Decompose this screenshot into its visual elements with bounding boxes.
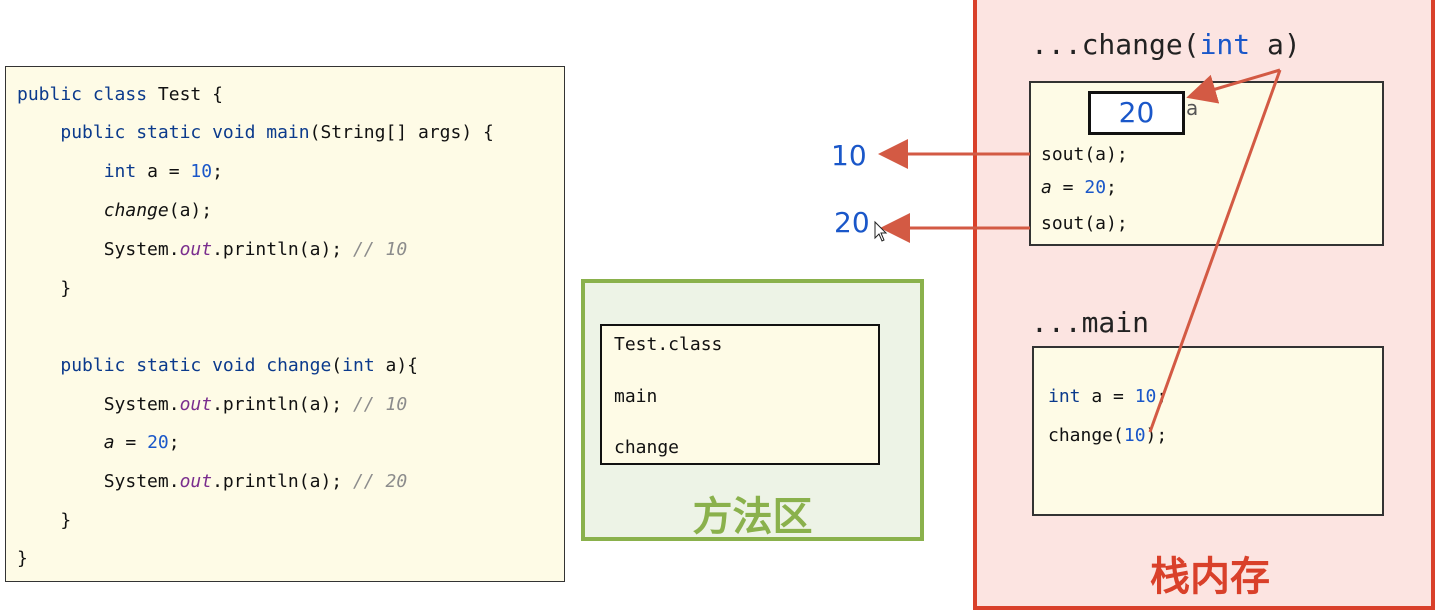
console-output: 10 (831, 139, 867, 172)
code-line: a = 20; (103, 432, 180, 453)
code-line: int a = 10; (103, 161, 223, 182)
main-frame-line: int a = 10; (1048, 386, 1167, 407)
method-area-item: Test.class (614, 334, 723, 355)
variable-a-box: 20 (1088, 91, 1185, 135)
code-line: } (17, 548, 28, 569)
arrow-param-to-a (1186, 68, 1281, 104)
code-line: change(a); (103, 200, 213, 221)
method-area-item: change (614, 437, 680, 458)
method-area-classes-box: Test.class main change (600, 324, 880, 465)
code-line: public static void change(int a){ (60, 355, 419, 376)
cursor-icon (874, 220, 888, 242)
change-frame-line: a = 20; (1041, 177, 1117, 198)
main-frame-line: change(10); (1048, 425, 1168, 446)
code-line: public class Test { (17, 84, 223, 105)
change-frame-label: ...change(int a) (1031, 28, 1301, 61)
main-frame-label: ...main (1031, 306, 1150, 339)
change-frame-line: sout(a); (1041, 144, 1128, 165)
code-line: } (17, 510, 72, 531)
code-line: System.out.println(a); // 20 (17, 471, 408, 492)
main-stack-frame (1032, 346, 1384, 516)
console-output: 20 (834, 206, 870, 239)
code-line: System.out.println(a); // 10 (17, 394, 408, 415)
stack-memory-title: 栈内存 (1150, 554, 1270, 600)
code-line: System.out.println(a); // 10 (17, 239, 408, 260)
code-panel (5, 66, 565, 582)
change-frame-line: sout(a); (1041, 213, 1128, 234)
code-line: } (17, 278, 72, 299)
method-area-title: 方法区 (692, 494, 813, 540)
code-line: public static void main(String[] args) { (60, 122, 494, 143)
arrow-param-pass (1148, 69, 1282, 433)
method-area-item: main (614, 386, 658, 407)
